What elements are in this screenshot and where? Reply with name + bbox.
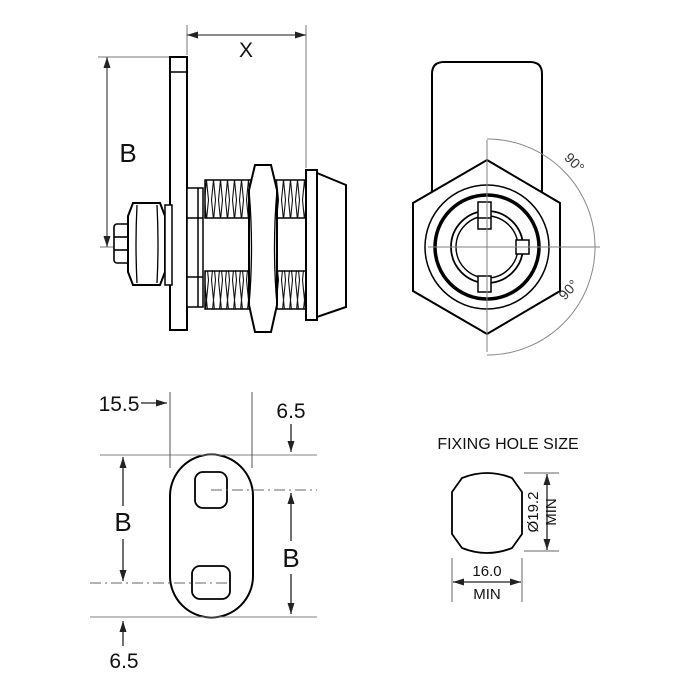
cam-front bbox=[431, 61, 543, 213]
cam-plate-side bbox=[169, 56, 188, 331]
fixing-hole-extension-lines bbox=[451, 472, 559, 602]
hole-center-lines bbox=[90, 489, 317, 584]
keyway-slot-top bbox=[477, 201, 492, 230]
cam-extension-lines bbox=[90, 392, 317, 618]
dim-label-b-left: B bbox=[114, 507, 131, 537]
cam-outline bbox=[169, 453, 254, 619]
dim-label-x: X bbox=[239, 39, 253, 62]
keyway-tab-bottom bbox=[477, 275, 492, 293]
dim-label-b-side: B bbox=[119, 138, 136, 168]
washer bbox=[164, 204, 173, 286]
cam-nut-facets bbox=[135, 204, 159, 284]
angle-label-top: 90° bbox=[561, 149, 587, 175]
dim-label-diameter: Ø19.2 bbox=[525, 492, 542, 533]
bezel-flange bbox=[305, 169, 318, 321]
dim-label-offset: 15.5 bbox=[99, 393, 140, 416]
dim-label-diameter-min: MIN bbox=[543, 498, 560, 526]
dim-label-width-min: MIN bbox=[473, 586, 501, 603]
rotation-arc bbox=[486, 138, 596, 356]
fixing-hole-shape bbox=[451, 472, 523, 554]
fixing-hole-title: FIXING HOLE SIZE bbox=[437, 436, 578, 453]
side-view: X B bbox=[98, 25, 347, 333]
body-sleeve bbox=[186, 187, 204, 308]
dim-label-bottom-inset: 6.5 bbox=[109, 650, 138, 673]
cam-nut-side bbox=[127, 202, 166, 286]
fixing-hole-view: FIXING HOLE SIZE Ø19.2 MIN 16.0 MIN bbox=[437, 436, 578, 603]
mounting-nut-facets bbox=[248, 189, 278, 306]
shaft-clip bbox=[113, 223, 131, 264]
keyway bbox=[477, 201, 530, 293]
cam-plan-view: 15.5 6.5 B B 6.5 bbox=[90, 392, 317, 673]
dim-label-b-right: B bbox=[282, 543, 299, 573]
front-view: 90° 90° bbox=[412, 61, 600, 356]
center-lines bbox=[428, 140, 600, 352]
dim-label-top-inset: 6.5 bbox=[276, 400, 305, 423]
dim-label-width: 16.0 bbox=[472, 563, 501, 580]
bezel-cone bbox=[316, 171, 347, 319]
mounting-nut-side bbox=[248, 164, 278, 333]
